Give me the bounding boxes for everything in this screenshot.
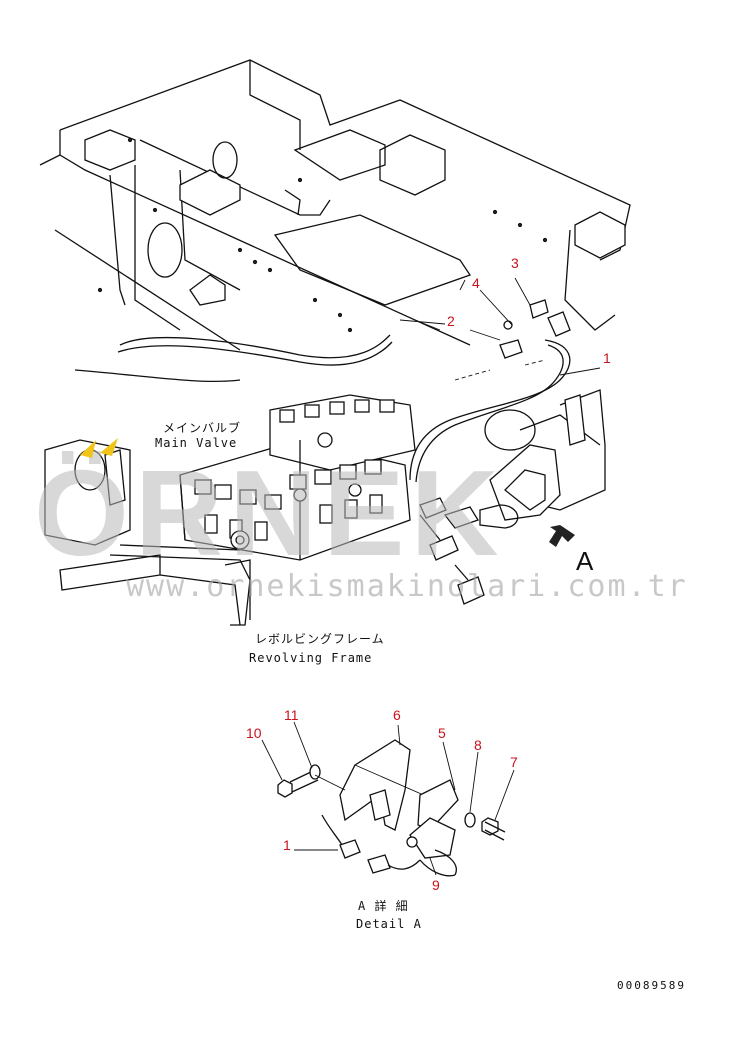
callout-3: 3 bbox=[511, 255, 519, 271]
detail-a-label-jp: A 詳 細 bbox=[358, 898, 409, 913]
revolving-frame-label-en: Revolving Frame bbox=[249, 651, 372, 665]
revolving-frame-label-jp: レボルビングフレーム bbox=[255, 632, 385, 646]
main-valve-drawing bbox=[179, 394, 416, 561]
callout-1: 1 bbox=[603, 350, 611, 366]
callout-8: 8 bbox=[474, 737, 482, 753]
detail-a-label-en: Detail A bbox=[356, 917, 422, 931]
detail-a-drawing bbox=[277, 739, 506, 877]
callout-leaders bbox=[261, 277, 601, 876]
watermark: ÖRNEK www.ornekismakinolari.com.tr bbox=[34, 438, 688, 604]
watermark-accent-mark bbox=[80, 440, 96, 458]
main-valve-label-jp: メインバルブ bbox=[163, 420, 241, 435]
callout-11: 11 bbox=[284, 707, 299, 723]
drawing-code: 00089589 bbox=[617, 979, 686, 992]
watermark-logo-text: ÖRNEK bbox=[34, 445, 505, 581]
callout-2: 2 bbox=[447, 313, 455, 329]
view-a-label: A bbox=[576, 546, 594, 576]
callout-1-detail: 1 bbox=[283, 837, 291, 853]
callout-5: 5 bbox=[438, 725, 446, 741]
callout-7: 7 bbox=[510, 754, 518, 770]
revolving-frame-drawing bbox=[39, 59, 631, 626]
callout-4: 4 bbox=[472, 275, 480, 291]
callout-10: 10 bbox=[246, 725, 262, 741]
main-valve-label-en: Main Valve bbox=[155, 436, 237, 450]
watermark-url: www.ornekismakinolari.com.tr bbox=[126, 569, 688, 604]
callout-6: 6 bbox=[393, 707, 401, 723]
callout-9: 9 bbox=[432, 877, 440, 893]
